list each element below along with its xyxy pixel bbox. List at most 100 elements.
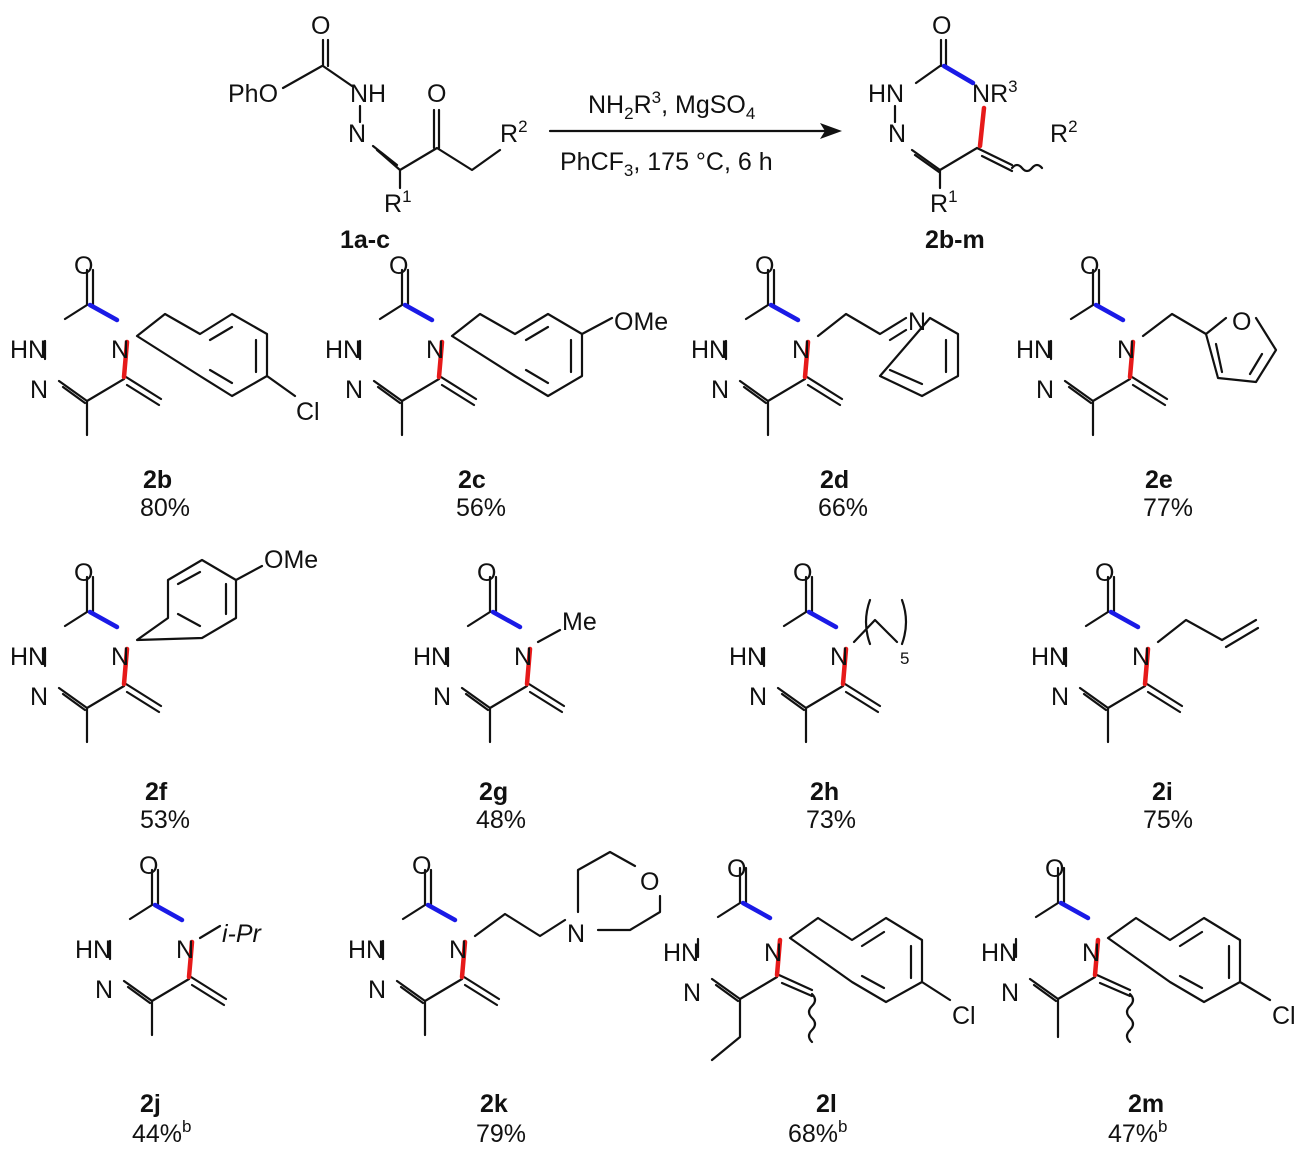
ring-hn: HN xyxy=(1031,643,1067,671)
benzyl-ring-bonds xyxy=(450,312,614,398)
reaction-arrow-head xyxy=(820,123,842,139)
compound-2i: O HN N N 2i 75% xyxy=(1031,559,1260,834)
ring-hn: HN xyxy=(325,336,361,364)
compound-yield: 66% xyxy=(818,494,868,522)
ring-o: O xyxy=(139,852,158,880)
reactant-ketone-o: O xyxy=(427,80,446,108)
ring-hn: HN xyxy=(348,936,384,964)
product-blue-bond xyxy=(941,63,976,86)
compound-2b: O HN N N Cl 2b 80% xyxy=(10,252,320,522)
compound-2g: O HN N N Me 2g 48% xyxy=(413,559,597,834)
compound-id: 2d xyxy=(820,466,849,494)
new-co-bond xyxy=(1058,900,1091,921)
compound-yield: 79% xyxy=(476,1120,526,1148)
compound-id: 2g xyxy=(479,778,508,806)
isopropyl-bond xyxy=(198,924,222,940)
reactant-r2: R2 xyxy=(500,117,528,148)
reactant-hydrazone-double xyxy=(371,144,399,167)
ring-n4: N xyxy=(111,336,129,364)
reactant-r1: R1 xyxy=(384,187,412,218)
compound-yield: 73% xyxy=(806,806,856,834)
compound-id: 2f xyxy=(145,778,168,806)
substituent-me: Me xyxy=(562,608,597,636)
compound-yield: 68%b xyxy=(788,1117,848,1148)
substituent-furan-o: O xyxy=(1232,308,1251,336)
ring-o: O xyxy=(477,559,496,587)
new-cn-bond xyxy=(774,937,783,978)
reaction-conditions: NH2R3, MgSO4 PhCF3, 175 °C, 6 h xyxy=(548,88,842,180)
substituent-cl: Cl xyxy=(952,1002,976,1030)
product-n-label: N xyxy=(888,120,906,148)
substituent-cl: Cl xyxy=(296,398,320,426)
compound-yield: 48% xyxy=(476,806,526,834)
hexyl-chain-bonds xyxy=(852,598,908,646)
wavy-bond xyxy=(1125,992,1135,1044)
reactant-1a-c: PhO O NH N O R1 R2 1a-c xyxy=(228,12,528,254)
compound-id: 2k xyxy=(480,1090,508,1118)
ring-n: N xyxy=(711,376,729,404)
reactant-carbonyl-o: O xyxy=(311,12,330,40)
benzyl-ring-bonds xyxy=(788,916,952,1004)
product-red-bond xyxy=(977,105,987,149)
methyl-bond xyxy=(536,628,562,644)
product-carbonyl-o: O xyxy=(932,12,951,40)
ring-n4: N xyxy=(426,336,444,364)
ring-n4: N xyxy=(449,936,467,964)
product-hn-label: HN xyxy=(868,80,904,108)
core-bonds xyxy=(696,866,814,1062)
compound-id: 2i xyxy=(1152,778,1173,806)
ring-o: O xyxy=(412,852,431,880)
reactant-n-label: N xyxy=(348,120,366,148)
ring-o: O xyxy=(1080,252,1099,280)
product-r1: R1 xyxy=(930,187,958,218)
furyl-ring-bonds xyxy=(1141,312,1278,384)
compound-yield: 56% xyxy=(456,494,506,522)
product-label: 2b-m xyxy=(925,226,985,254)
reactant-pho-label: PhO xyxy=(228,80,278,108)
ring-n: N xyxy=(1036,376,1054,404)
ring-n4: N xyxy=(764,939,782,967)
ring-n4: N xyxy=(830,643,848,671)
ring-o: O xyxy=(74,252,93,280)
compound-2j: O HN N N i-Pr 2j 44%b xyxy=(75,852,263,1148)
ring-o: O xyxy=(389,252,408,280)
core-bonds xyxy=(1014,866,1132,1039)
compound-2h: O HN N N 5 2h 73% xyxy=(729,559,909,834)
compound-2m: O HN N N Cl 2m 47%b xyxy=(981,855,1296,1148)
substituent-ome: OMe xyxy=(264,546,318,574)
product-r2: R2 xyxy=(1050,117,1078,148)
compound-2l: O HN N N Cl 2l 68%b xyxy=(663,855,976,1148)
compound-yield: 77% xyxy=(1143,494,1193,522)
allyl-bonds xyxy=(1156,618,1260,649)
ring-n: N xyxy=(30,683,48,711)
ring-hn: HN xyxy=(10,336,46,364)
reactant-label: 1a-c xyxy=(340,226,390,254)
compound-id: 2m xyxy=(1128,1090,1164,1118)
ring-n: N xyxy=(95,976,113,1004)
ring-o: O xyxy=(74,559,93,587)
reactant-nh-label: NH xyxy=(350,80,386,108)
compound-id: 2h xyxy=(810,778,839,806)
compound-yield: 53% xyxy=(140,806,190,834)
ring-n4: N xyxy=(514,643,532,671)
compound-yield: 44%b xyxy=(132,1117,192,1148)
substituent-morpholine-o: O xyxy=(640,868,659,896)
ring-n4: N xyxy=(792,336,810,364)
compound-id: 2j xyxy=(140,1090,161,1118)
aryl-ring-bonds xyxy=(135,558,264,642)
ring-n: N xyxy=(749,683,767,711)
product-2b-m: O HN N NR3 R2 R1 2b-m xyxy=(868,12,1078,254)
ring-hn: HN xyxy=(981,939,1017,967)
ring-hn: HN xyxy=(691,336,727,364)
substituent-morpholine-n: N xyxy=(567,920,585,948)
substituent-cl: Cl xyxy=(1272,1002,1296,1030)
compound-2c: O HN N N OMe 2c 56% xyxy=(325,252,668,522)
ring-hn: HN xyxy=(75,936,111,964)
compound-2d: O HN N N N 2d 66% xyxy=(691,252,960,522)
compound-id: 2c xyxy=(458,466,486,494)
compound-yield: 75% xyxy=(1143,806,1193,834)
ring-o: O xyxy=(1045,855,1064,883)
ring-n4: N xyxy=(1082,939,1100,967)
conditions-solvent: PhCF3, 175 °C, 6 h xyxy=(560,148,773,180)
ring-hn: HN xyxy=(1016,336,1052,364)
